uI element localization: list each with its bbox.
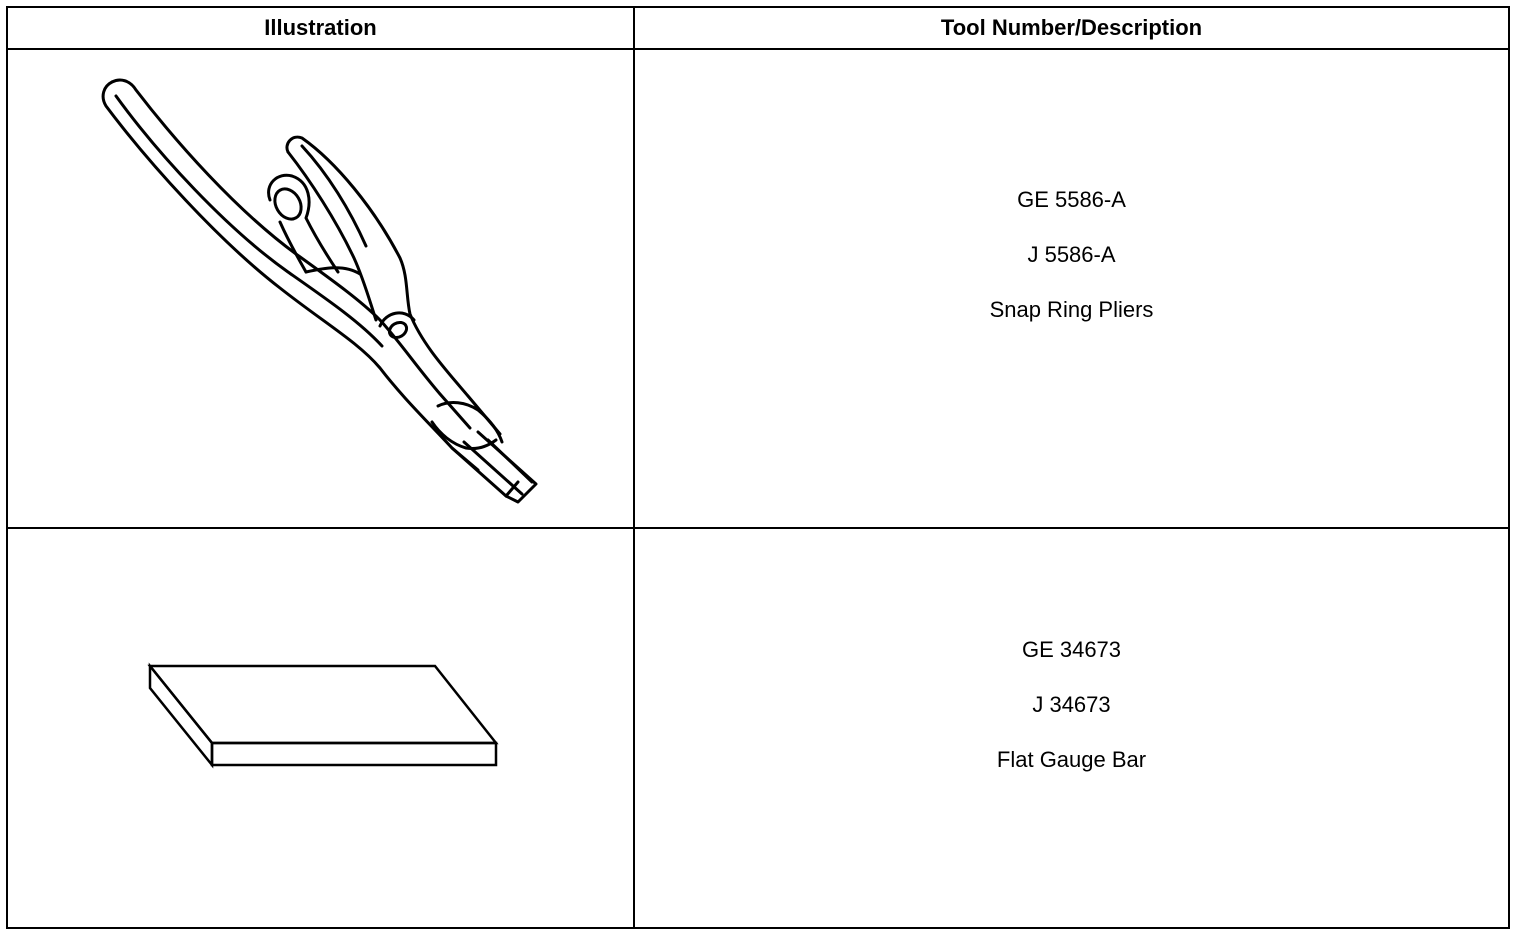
tool-number-j: J 34673 (1032, 691, 1111, 717)
table-row: GE 34673 J 34673 Flat Gauge Bar (6, 527, 1510, 929)
tool-description: Flat Gauge Bar (996, 746, 1147, 772)
tool-number-ge: GE 34673 (1021, 636, 1122, 662)
description-cell: GE 34673 J 34673 Flat Gauge Bar (633, 527, 1510, 929)
header-tool-number-description: Tool Number/Description (633, 6, 1510, 50)
header-illustration: Illustration (6, 6, 635, 50)
tool-number-ge: GE 5586-A (1017, 187, 1126, 212)
flat-gauge-bar-icon (147, 662, 499, 769)
table-row: GE 5586-A J 5586-A Snap Ring Pliers (6, 48, 1510, 529)
tool-description: Snap Ring Pliers (989, 297, 1154, 322)
illustration-cell (6, 527, 635, 929)
tool-number-j: J 5586-A (1027, 242, 1116, 267)
snap-ring-pliers-icon (101, 78, 538, 504)
illustration-cell (6, 48, 635, 529)
tool-table: Illustration Tool Number/Description (6, 6, 1510, 929)
header-row: Illustration Tool Number/Description (6, 6, 1510, 50)
description-cell: GE 5586-A J 5586-A Snap Ring Pliers (633, 48, 1510, 529)
